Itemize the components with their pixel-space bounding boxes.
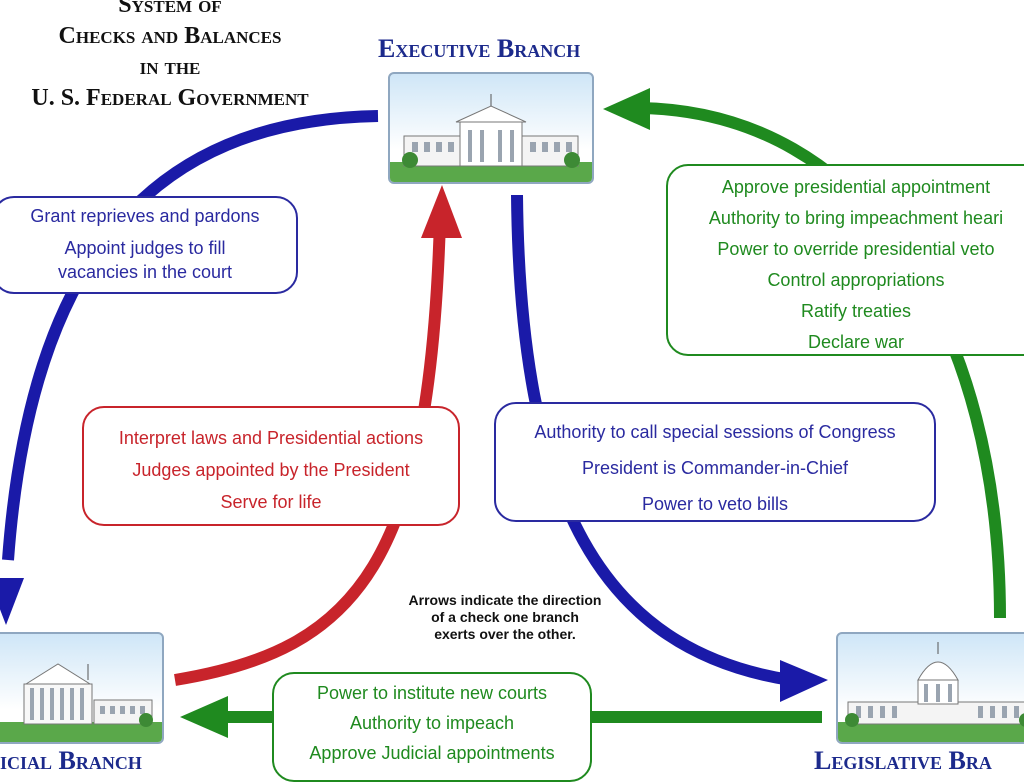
legislative-judicial-item-2: Authority to impeach <box>349 713 515 733</box>
arrowhead-exec-to-legislative <box>780 660 828 702</box>
legislative-exec-item-4: Control appropriations <box>767 270 945 290</box>
legislative-judicial-item-3: Approve Judicial appointments <box>309 743 555 763</box>
arrowhead-exec-to-judicial <box>0 578 24 625</box>
box-legislative-checks-exec: Approve presidential appointment Authori… <box>666 164 1024 356</box>
exec-legislative-item-2: President is Commander-in-Chief <box>581 458 849 478</box>
executive-branch-label: Executive Branch <box>378 34 581 63</box>
exec-judicial-item-3: vacancies in the court <box>57 262 233 282</box>
arrowhead-legislative-to-judicial <box>180 696 228 738</box>
judicial-branch-label: icial Branch <box>0 746 142 775</box>
exec-legislative-item-1: Authority to call special sessions of Co… <box>534 422 896 442</box>
legislative-branch-label: Legislative Bra <box>814 746 992 775</box>
capitol-icon <box>836 632 1024 744</box>
judicial-exec-item-3: Serve for life <box>220 492 322 512</box>
box-exec-checks-legislative: Authority to call special sessions of Co… <box>494 402 936 522</box>
title-line-4: U. S. Federal Government <box>31 85 309 111</box>
box-exec-checks-judicial: Grant reprieves and pardons Appoint judg… <box>0 196 298 294</box>
box-legislative-checks-judicial: Power to institute new courts Authority … <box>272 672 592 782</box>
legislative-exec-item-2: Authority to bring impeachment heari <box>708 208 1004 228</box>
white-house-icon <box>388 72 594 184</box>
note-line-1: Arrows indicate the direction <box>408 592 602 608</box>
arrow-judicial-to-exec <box>174 219 446 686</box>
arrowhead-judicial-to-exec <box>421 185 462 238</box>
title-line-1: System of <box>118 0 222 18</box>
legislative-exec-item-1: Approve presidential appointment <box>721 177 991 197</box>
diagram-title: System of Checks and Balances in the U. … <box>0 0 380 114</box>
legislative-exec-item-5: Ratify treaties <box>800 301 912 321</box>
legislative-judicial-item-1: Power to institute new courts <box>316 683 548 703</box>
legislative-exec-item-3: Power to override presidential veto <box>717 239 995 259</box>
exec-judicial-item-1: Grant reprieves and pardons <box>30 206 260 226</box>
note-line-3: exerts over the other. <box>434 626 576 642</box>
exec-judicial-item-2: Appoint judges to fill <box>64 238 226 258</box>
note-line-2: of a check one branch <box>431 609 579 625</box>
box-judicial-checks-exec: Interpret laws and Presidential actions … <box>82 406 460 526</box>
arrow-exec-to-legislative <box>511 194 791 686</box>
exec-legislative-item-3: Power to veto bills <box>641 494 789 514</box>
arrow-legend-note: Arrows indicate the direction of a check… <box>340 592 670 643</box>
legislative-exec-item-6: Declare war <box>807 332 905 352</box>
title-line-2: Checks and Balances <box>58 23 282 49</box>
supreme-court-icon <box>0 632 164 744</box>
title-line-3: in the <box>139 54 201 80</box>
arrowhead-legislative-to-exec <box>603 88 650 130</box>
judicial-exec-item-2: Judges appointed by the President <box>132 460 410 480</box>
judicial-exec-item-1: Interpret laws and Presidential actions <box>118 428 424 448</box>
